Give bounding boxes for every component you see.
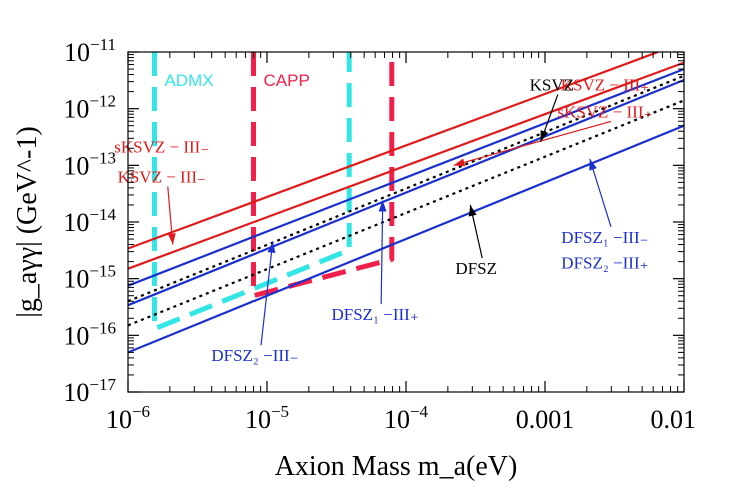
annotation-arrows: [167, 94, 612, 346]
annotation-arrow-1: [453, 120, 612, 166]
annotation-label-6: DFSZ₁ −III₋: [561, 228, 648, 247]
annotation-arrow-8: [380, 200, 384, 305]
x-tick-label: 10−4: [384, 402, 429, 434]
annotation-label-0: KSVZ − III₊: [561, 75, 649, 94]
annotation-label-8: DFSZ₁ −III₊: [332, 305, 419, 324]
coupling-line-5: [128, 99, 684, 327]
annotation-arrowhead-4: [167, 233, 176, 245]
y-axis-ticks: 10−11 10−12 10−13 10−14 10−15 10−16 10−17: [63, 35, 684, 407]
x-tick-label: 10−5: [245, 402, 289, 434]
y-tick-label: 10−12: [63, 92, 116, 124]
annotation-arrowhead-5: [468, 204, 477, 217]
annotation-arrowhead-6: [589, 158, 597, 171]
coupling-line-1: [128, 61, 684, 270]
admx-label: ADMX: [164, 71, 213, 90]
annotation-labels: ADMX CAPP KSVZ − III₊ sKSVZ − III₊ KSVZ sKSVZ…: [114, 71, 652, 365]
annotation-arrow-9: [260, 241, 274, 346]
annotation-arrowhead-1: [453, 158, 466, 167]
x-tick-label: 0.01: [651, 405, 697, 434]
y-axis-title: |g_aγγ| (GeV^-1): [12, 126, 43, 317]
coupling-line-0: [128, 52, 659, 250]
y-tick-label: 10−15: [63, 262, 116, 294]
coupling-line-4: [128, 78, 684, 307]
y-tick-label: 10−16: [63, 318, 116, 350]
annotation-label-9: DFSZ₂ −III₋: [211, 346, 298, 365]
y-tick-label: 10−17: [63, 375, 116, 407]
coupling-line-3: [128, 74, 684, 303]
y-tick-label: 10−14: [63, 205, 116, 237]
x-axis-ticks: 10−6 10−5 10−4 0.001 0.01: [106, 52, 696, 434]
annotation-arrowhead-8: [378, 200, 387, 212]
annotation-label-4: KSVZ − III₋: [118, 167, 206, 186]
annotation-label-7: DFSZ₂ −III₊: [561, 254, 648, 273]
x-tick-label: 10−6: [106, 402, 150, 434]
annotation-label-2: KSVZ: [530, 75, 574, 94]
annotation-arrowhead-2: [540, 130, 549, 142]
capp-exclusion-boundary-1: [251, 52, 395, 299]
annotation-label-5: DFSZ: [455, 259, 497, 278]
annotation-arrowhead-9: [267, 241, 276, 254]
annotation-label-1: sKSVZ − III₊: [557, 102, 652, 121]
coupling-line-2: [128, 68, 684, 287]
y-tick-label: 10−11: [64, 35, 116, 67]
y-tick-label: 10−13: [63, 148, 116, 180]
annotation-label-3: sKSVZ − III₋: [114, 137, 209, 156]
x-axis-title: Axion Mass m_a(eV): [275, 451, 518, 482]
capp-label: CAPP: [264, 71, 310, 90]
x-tick-label: 0.001: [516, 405, 575, 434]
annotation-arrow-6: [589, 158, 612, 227]
